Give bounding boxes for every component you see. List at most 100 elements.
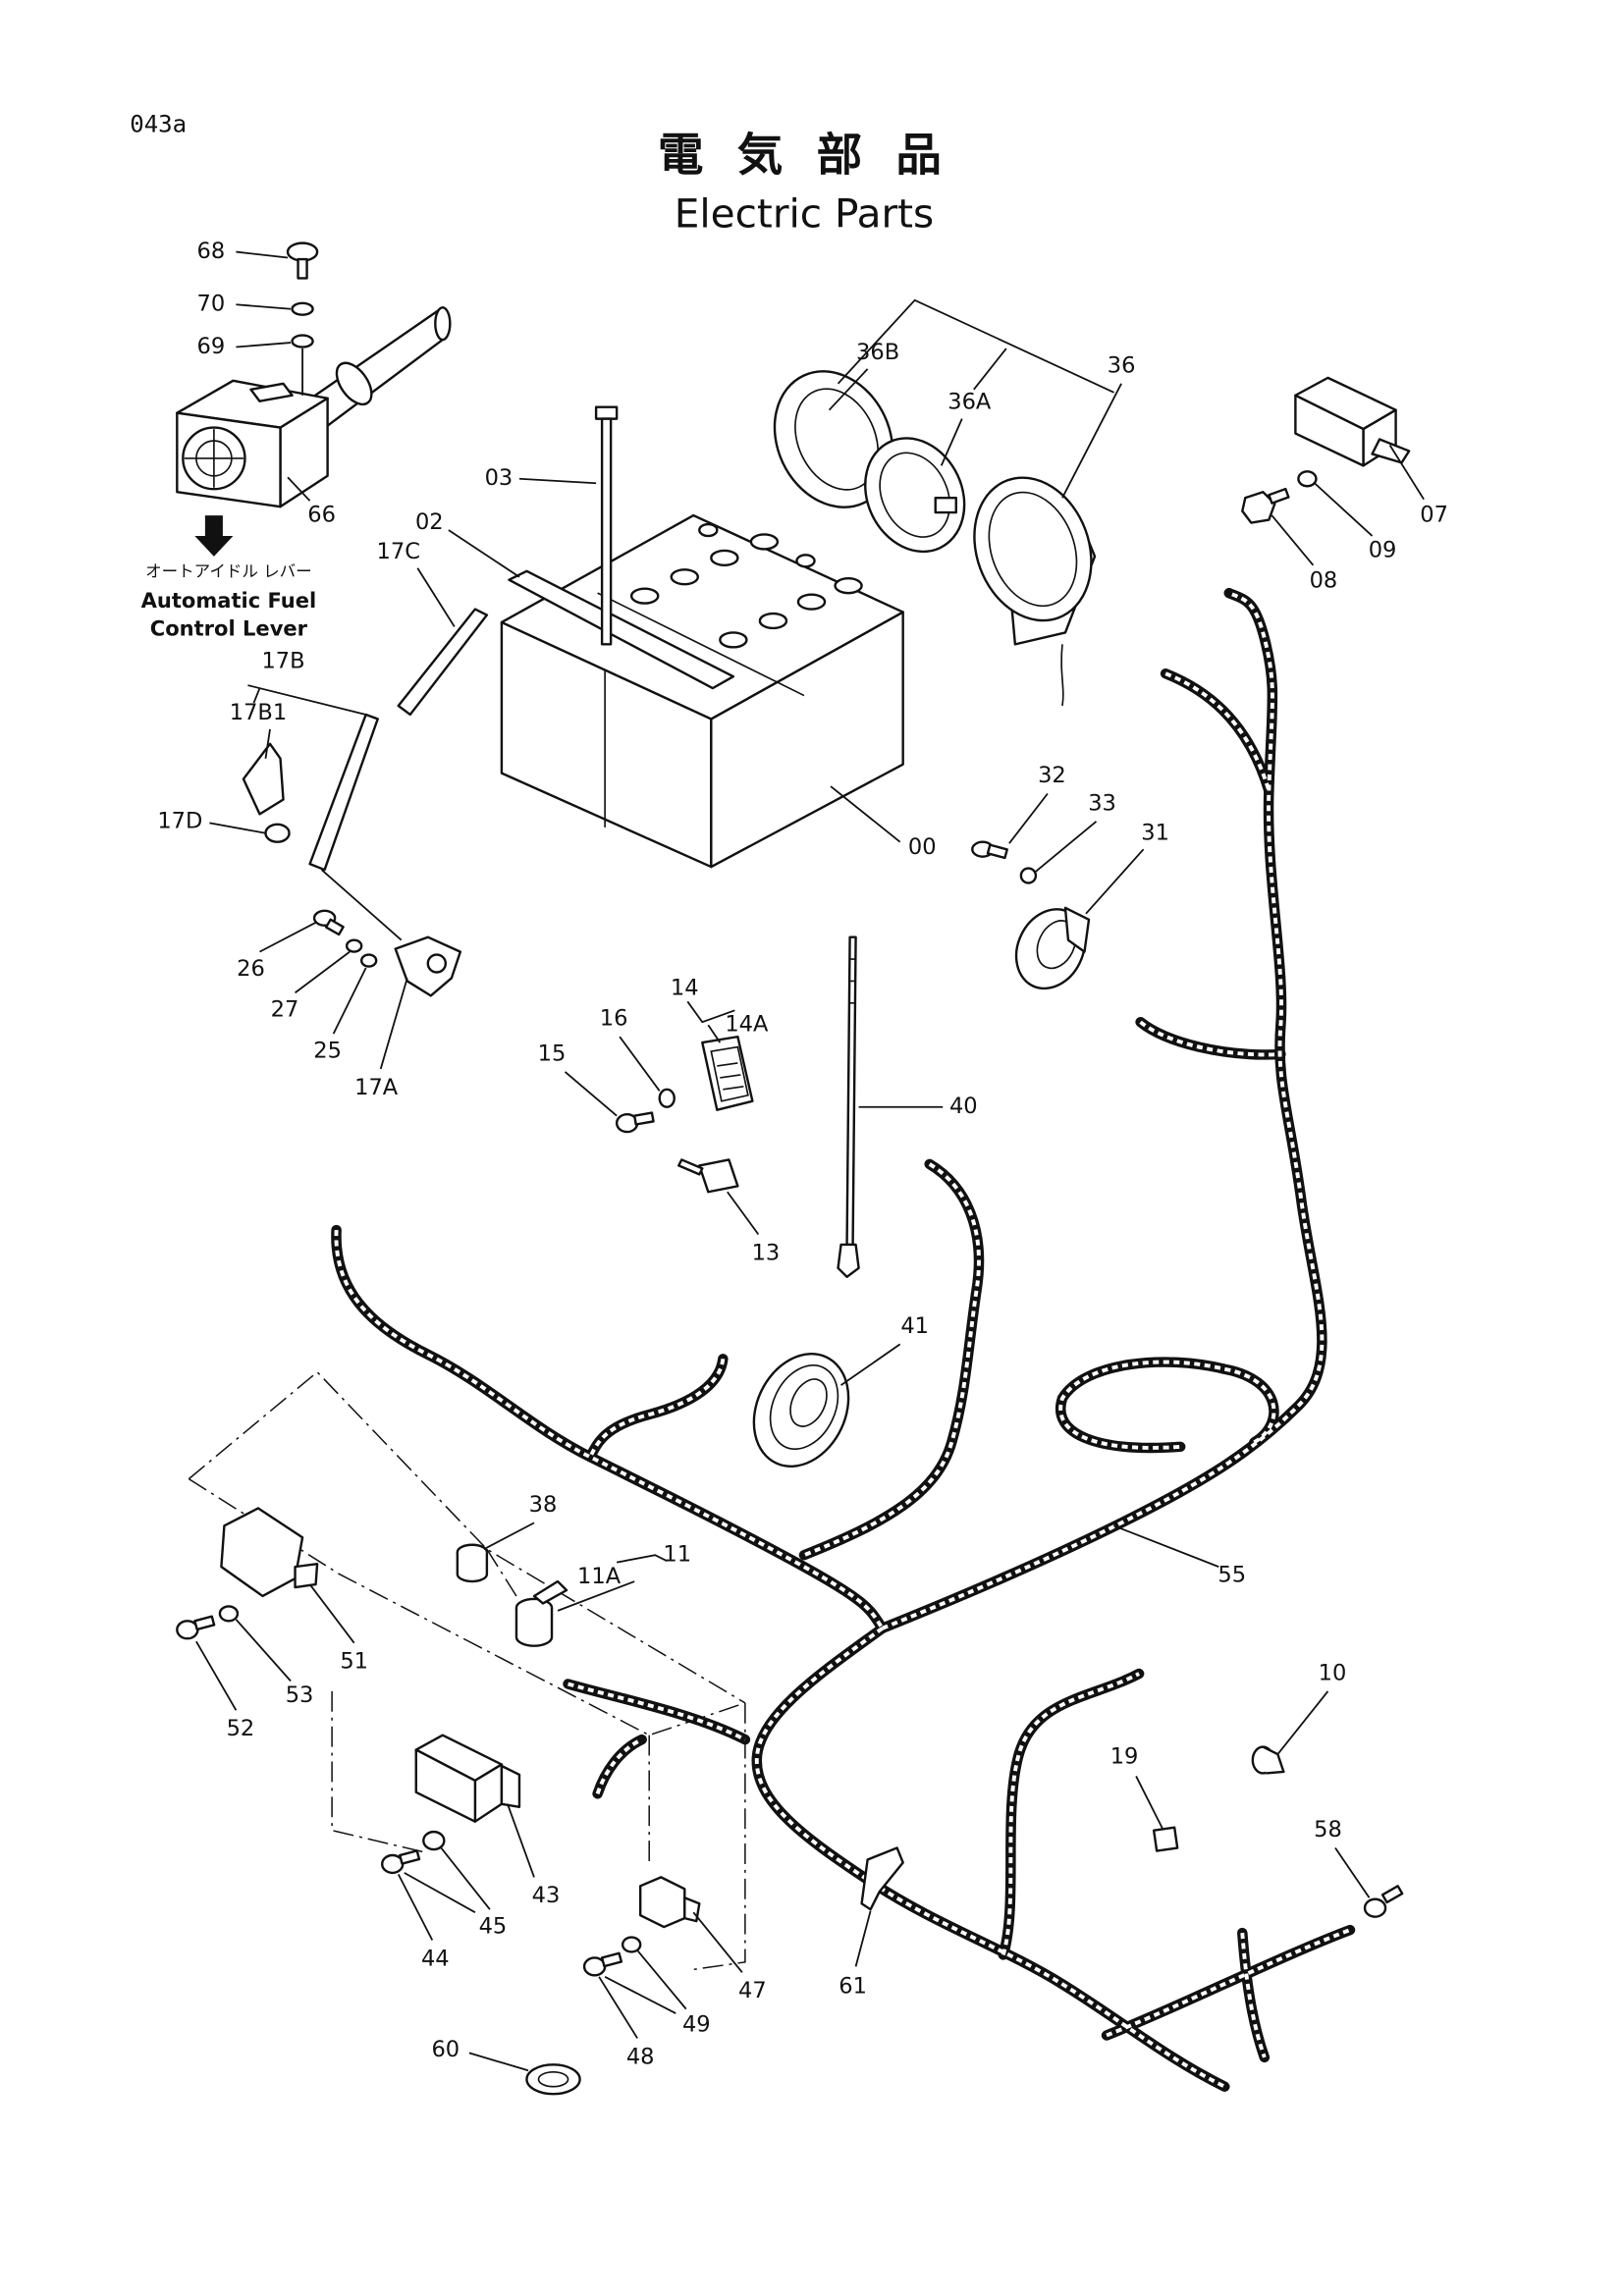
part-label-07: 07: [1420, 503, 1448, 528]
grommet-60: [525, 2063, 581, 2096]
collar-17D: [264, 823, 291, 843]
washer-45: [422, 1830, 446, 1851]
part-label-52: 52: [227, 1716, 255, 1741]
screw-52: [176, 1615, 216, 1640]
rod-17B: [308, 713, 379, 872]
lamp-rim-36B: [773, 370, 894, 508]
part-label-33: 33: [1088, 790, 1116, 816]
part-label-17B1: 17B1: [230, 700, 287, 725]
part-label-40: 40: [949, 1094, 978, 1119]
washer-70: [291, 301, 314, 316]
part-label-14A: 14A: [725, 1012, 769, 1038]
part-label-70: 70: [197, 292, 226, 317]
part-label-47: 47: [738, 1978, 767, 2003]
part-label-41: 41: [900, 1313, 929, 1339]
washer-25: [359, 953, 378, 968]
part-label-00: 00: [908, 834, 937, 860]
linkage-17C: [397, 608, 489, 717]
part-label-27: 27: [271, 997, 299, 1023]
part-label-44: 44: [421, 1946, 450, 1971]
part-labels: 68 70 69 66 17C 02 03 17B 17B1 17D 26 27…: [157, 239, 1448, 2069]
part-label-17A: 17A: [354, 1075, 399, 1100]
key-switch-11: [514, 1579, 568, 1647]
washer-09: [1297, 470, 1318, 488]
part-label-68: 68: [197, 239, 226, 264]
part-label-08: 08: [1310, 568, 1338, 594]
bracket-17B1: [242, 742, 285, 816]
part-label-60: 60: [431, 2037, 460, 2062]
arrow-down-icon: [194, 515, 234, 557]
part-label-53: 53: [286, 1682, 314, 1708]
part-label-17B: 17B: [261, 649, 304, 674]
washer-27: [345, 938, 363, 953]
lever-17A-boss: [426, 953, 448, 974]
part-label-45: 45: [479, 1914, 508, 1940]
part-label-51: 51: [340, 1649, 368, 1675]
part-label-13: 13: [752, 1240, 781, 1265]
part-label-36B: 36B: [856, 340, 899, 365]
part-label-11A: 11A: [577, 1564, 622, 1589]
fuel-control-motor: [176, 306, 452, 508]
part-label-19: 19: [1110, 1744, 1139, 1770]
speaker-41: [752, 1353, 850, 1468]
part-label-14: 14: [671, 975, 699, 1000]
note-japanese: オートアイドル レバー: [145, 562, 312, 581]
part-label-49: 49: [682, 2012, 711, 2038]
part-label-31: 31: [1141, 820, 1169, 845]
part-label-11: 11: [663, 1542, 691, 1568]
washer-53: [218, 1605, 240, 1623]
grommet-38: [456, 1543, 489, 1583]
screw-68: [286, 241, 319, 280]
switch-panel-14: [701, 1035, 754, 1111]
part-label-10: 10: [1319, 1661, 1347, 1686]
bolt-08: [1241, 487, 1290, 524]
bolt-58: [1363, 1885, 1404, 1918]
plug-10: [1251, 1745, 1285, 1775]
wire-harness: [336, 593, 1350, 2087]
linkage-axis: [320, 869, 403, 941]
screw-48: [582, 1951, 623, 1977]
part-label-03: 03: [485, 465, 514, 491]
part-label-36A: 36A: [947, 390, 992, 415]
toggle-switch-13: [677, 1158, 739, 1194]
battery-clamp-02: [508, 569, 735, 690]
pin-19: [1152, 1826, 1179, 1852]
part-label-15: 15: [538, 1041, 567, 1067]
part-label-66: 66: [307, 503, 336, 528]
part-label-69: 69: [197, 334, 226, 359]
part-label-43: 43: [532, 1883, 561, 1908]
washer-49: [621, 1936, 642, 1953]
title-japanese: 電 気 部 品: [658, 129, 950, 182]
washer-69: [291, 334, 314, 348]
relay-07: [1294, 376, 1411, 467]
part-label-38: 38: [529, 1492, 558, 1518]
page-code: 043a: [130, 110, 187, 137]
washer-33: [1019, 867, 1038, 884]
part-label-26: 26: [237, 956, 265, 982]
part-label-32: 32: [1038, 763, 1066, 788]
title-english: Electric Parts: [675, 190, 934, 238]
screw-15: [615, 1111, 655, 1134]
relay-43: [414, 1734, 521, 1823]
part-label-02: 02: [415, 509, 444, 535]
bolt-03: [594, 405, 619, 646]
part-label-16: 16: [600, 1006, 628, 1032]
horn-31: [1014, 906, 1091, 990]
part-label-61: 61: [839, 1974, 867, 2000]
lamp-unit-36A: [864, 437, 966, 554]
leader-lines: [195, 250, 1425, 2072]
note-line-2: Control Lever: [150, 616, 308, 640]
part-label-48: 48: [626, 2044, 655, 2069]
part-label-58: 58: [1314, 1817, 1342, 1842]
screw-32: [971, 840, 1008, 860]
part-label-09: 09: [1369, 537, 1397, 562]
relay-51: [220, 1507, 319, 1598]
relay-47: [638, 1876, 701, 1929]
part-label-17C: 17C: [377, 539, 420, 564]
screw-44: [381, 1849, 421, 1875]
clip-61: [860, 1846, 904, 1911]
screw-26: [312, 909, 345, 936]
part-label-55: 55: [1217, 1563, 1246, 1588]
note-line-1: Automatic Fuel: [141, 589, 317, 613]
